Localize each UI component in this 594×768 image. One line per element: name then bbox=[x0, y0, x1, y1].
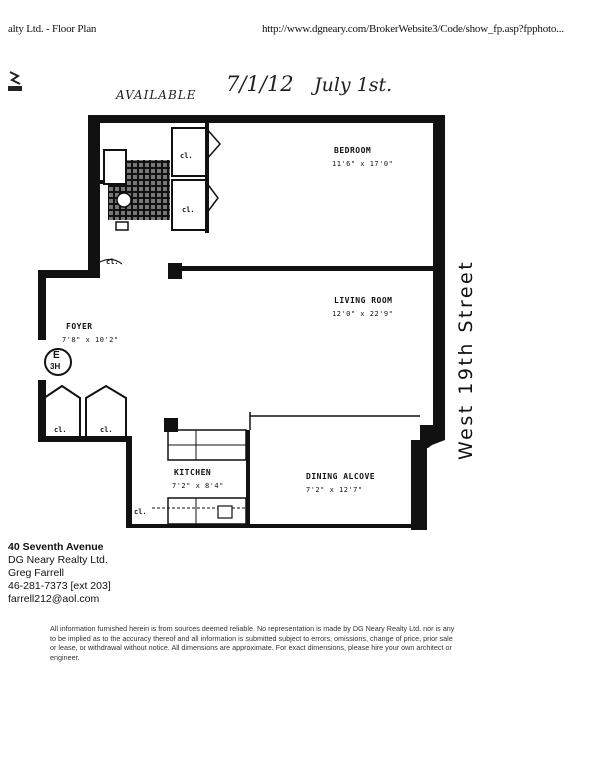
street-label: West 19th Street bbox=[455, 259, 477, 460]
available-note: AVAILABLE bbox=[116, 88, 197, 102]
closet-label: cl. bbox=[100, 426, 113, 434]
closet-label: cl. bbox=[134, 508, 147, 516]
page-header-url: http://www.dgneary.com/BrokerWebsite3/Co… bbox=[262, 23, 564, 35]
entry-label: E bbox=[53, 350, 60, 361]
room-dims-foyer: 7'8" x 10'2" bbox=[62, 336, 119, 344]
room-label-kitchen: KITCHEN bbox=[174, 468, 212, 477]
closet-label: cl. bbox=[106, 258, 119, 266]
closet-label: cl. bbox=[180, 152, 193, 160]
room-dims-bedroom: 11'6" x 17'0" bbox=[332, 160, 394, 168]
room-label-living-room: LIVING ROOM bbox=[334, 296, 393, 305]
available-date: 7/1/12 bbox=[226, 72, 294, 96]
entry-sublabel: 3H bbox=[50, 362, 61, 371]
contact-agent: Greg Farrell bbox=[8, 567, 65, 579]
contact-address: 40 Seventh Avenue bbox=[8, 541, 104, 553]
contact-company: DG Neary Realty Ltd. bbox=[8, 554, 108, 566]
room-label-bedroom: BEDROOM bbox=[334, 146, 372, 155]
broker-logo-icon bbox=[8, 71, 22, 91]
closet-label: cl. bbox=[54, 426, 67, 434]
room-dims-kitchen: 7'2" x 8'4" bbox=[172, 482, 224, 490]
available-date-words: July 1st. bbox=[314, 74, 393, 96]
page-header-title: alty Ltd. - Floor Plan bbox=[8, 23, 97, 35]
contact-email: farrell212@aol.com bbox=[8, 593, 100, 605]
room-dims-living-room: 12'0" x 22'9" bbox=[332, 310, 394, 318]
contact-phone: 46-281-7373 [ext 203] bbox=[8, 580, 111, 592]
disclaimer-text: All information furnished herein is from… bbox=[50, 624, 455, 662]
room-label-dining-alcove: DINING ALCOVE bbox=[306, 472, 376, 481]
closet-label: cl. bbox=[182, 206, 195, 214]
room-label-foyer: FOYER bbox=[66, 322, 93, 331]
room-dims-dining-alcove: 7'2" x 12'7" bbox=[306, 486, 363, 494]
